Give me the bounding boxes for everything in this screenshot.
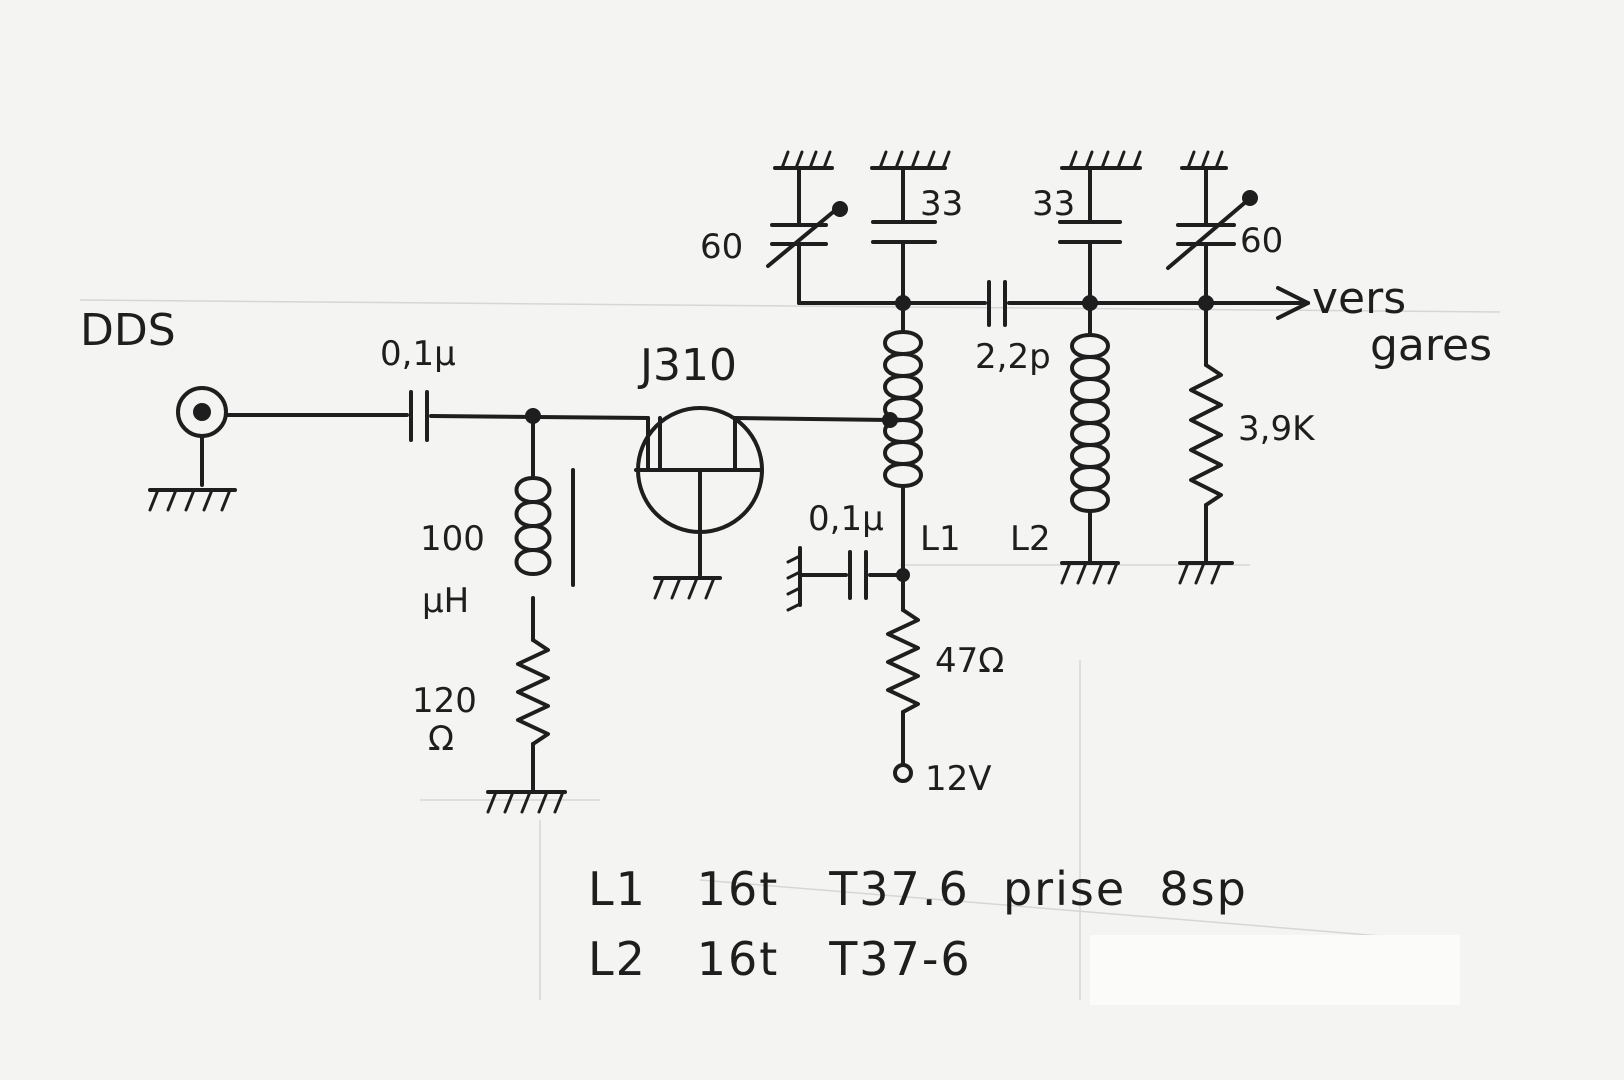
inductor-l2 — [1070, 333, 1110, 513]
resistor-source-unit: Ω — [428, 719, 454, 759]
capacitor-fixed-left — [871, 166, 937, 305]
dds-label: DDS — [80, 305, 176, 356]
note-line-1: L1 16t T37.6 prise 8sp — [588, 862, 1248, 916]
inductor-l1 — [883, 330, 923, 488]
ground-source — [486, 790, 567, 814]
trimmer-right — [1166, 166, 1258, 305]
trimmer-left-label: 60 — [700, 227, 743, 267]
supply-label: 12V — [925, 759, 992, 799]
transistor-j310 — [634, 406, 764, 577]
trimmer-left — [766, 166, 848, 305]
inductor-l1-label: L1 — [920, 519, 961, 559]
capacitor-fixed-right — [1058, 166, 1122, 305]
ground-bypass — [786, 546, 802, 612]
ground-dds — [148, 488, 237, 512]
ground-fixed-left — [870, 150, 951, 170]
capacitor-input — [409, 390, 429, 442]
capacitor-coupling-label: 2,2p — [975, 337, 1051, 377]
inductor-choke-unit: µH — [422, 581, 469, 621]
ground-trimmer-left — [773, 150, 834, 170]
ground-load — [1178, 561, 1234, 585]
ground-fixed-right — [1060, 150, 1142, 170]
output-label-line1: vers — [1312, 273, 1406, 324]
note-line-2: L2 16t T37-6 — [588, 932, 972, 986]
output-arrow — [1276, 286, 1310, 320]
resistor-source — [516, 638, 550, 746]
supply-terminal — [893, 763, 913, 783]
inductor-choke-value: 100 — [420, 519, 485, 559]
inductor-choke — [514, 468, 575, 587]
resistor-drain — [886, 608, 920, 714]
capacitor-bypass-label: 0,1µ — [808, 499, 884, 539]
capacitor-fixed-right-label: 33 — [1032, 184, 1075, 224]
dds-connector — [176, 386, 228, 487]
capacitor-fixed-left-label: 33 — [920, 184, 963, 224]
capacitor-input-label: 0,1µ — [380, 334, 456, 374]
resistor-source-value: 120 — [412, 681, 477, 721]
trimmer-right-label: 60 — [1240, 221, 1283, 261]
paper-guides — [79, 299, 1501, 1005]
inductor-l2-label: L2 — [1010, 519, 1051, 559]
transistor-label: J310 — [637, 340, 737, 391]
capacitor-coupling — [987, 280, 1007, 327]
resistor-drain-label: 47Ω — [935, 641, 1004, 681]
ground-transistor — [653, 576, 722, 600]
resistor-load-label: 3,9K — [1238, 409, 1316, 449]
output-label-line2: gares — [1370, 320, 1492, 371]
ground-l2 — [1060, 561, 1120, 585]
wire-drain — [733, 416, 892, 422]
capacitor-bypass — [848, 550, 868, 600]
resistor-load — [1189, 363, 1223, 507]
ground-trimmer-right — [1180, 150, 1228, 170]
